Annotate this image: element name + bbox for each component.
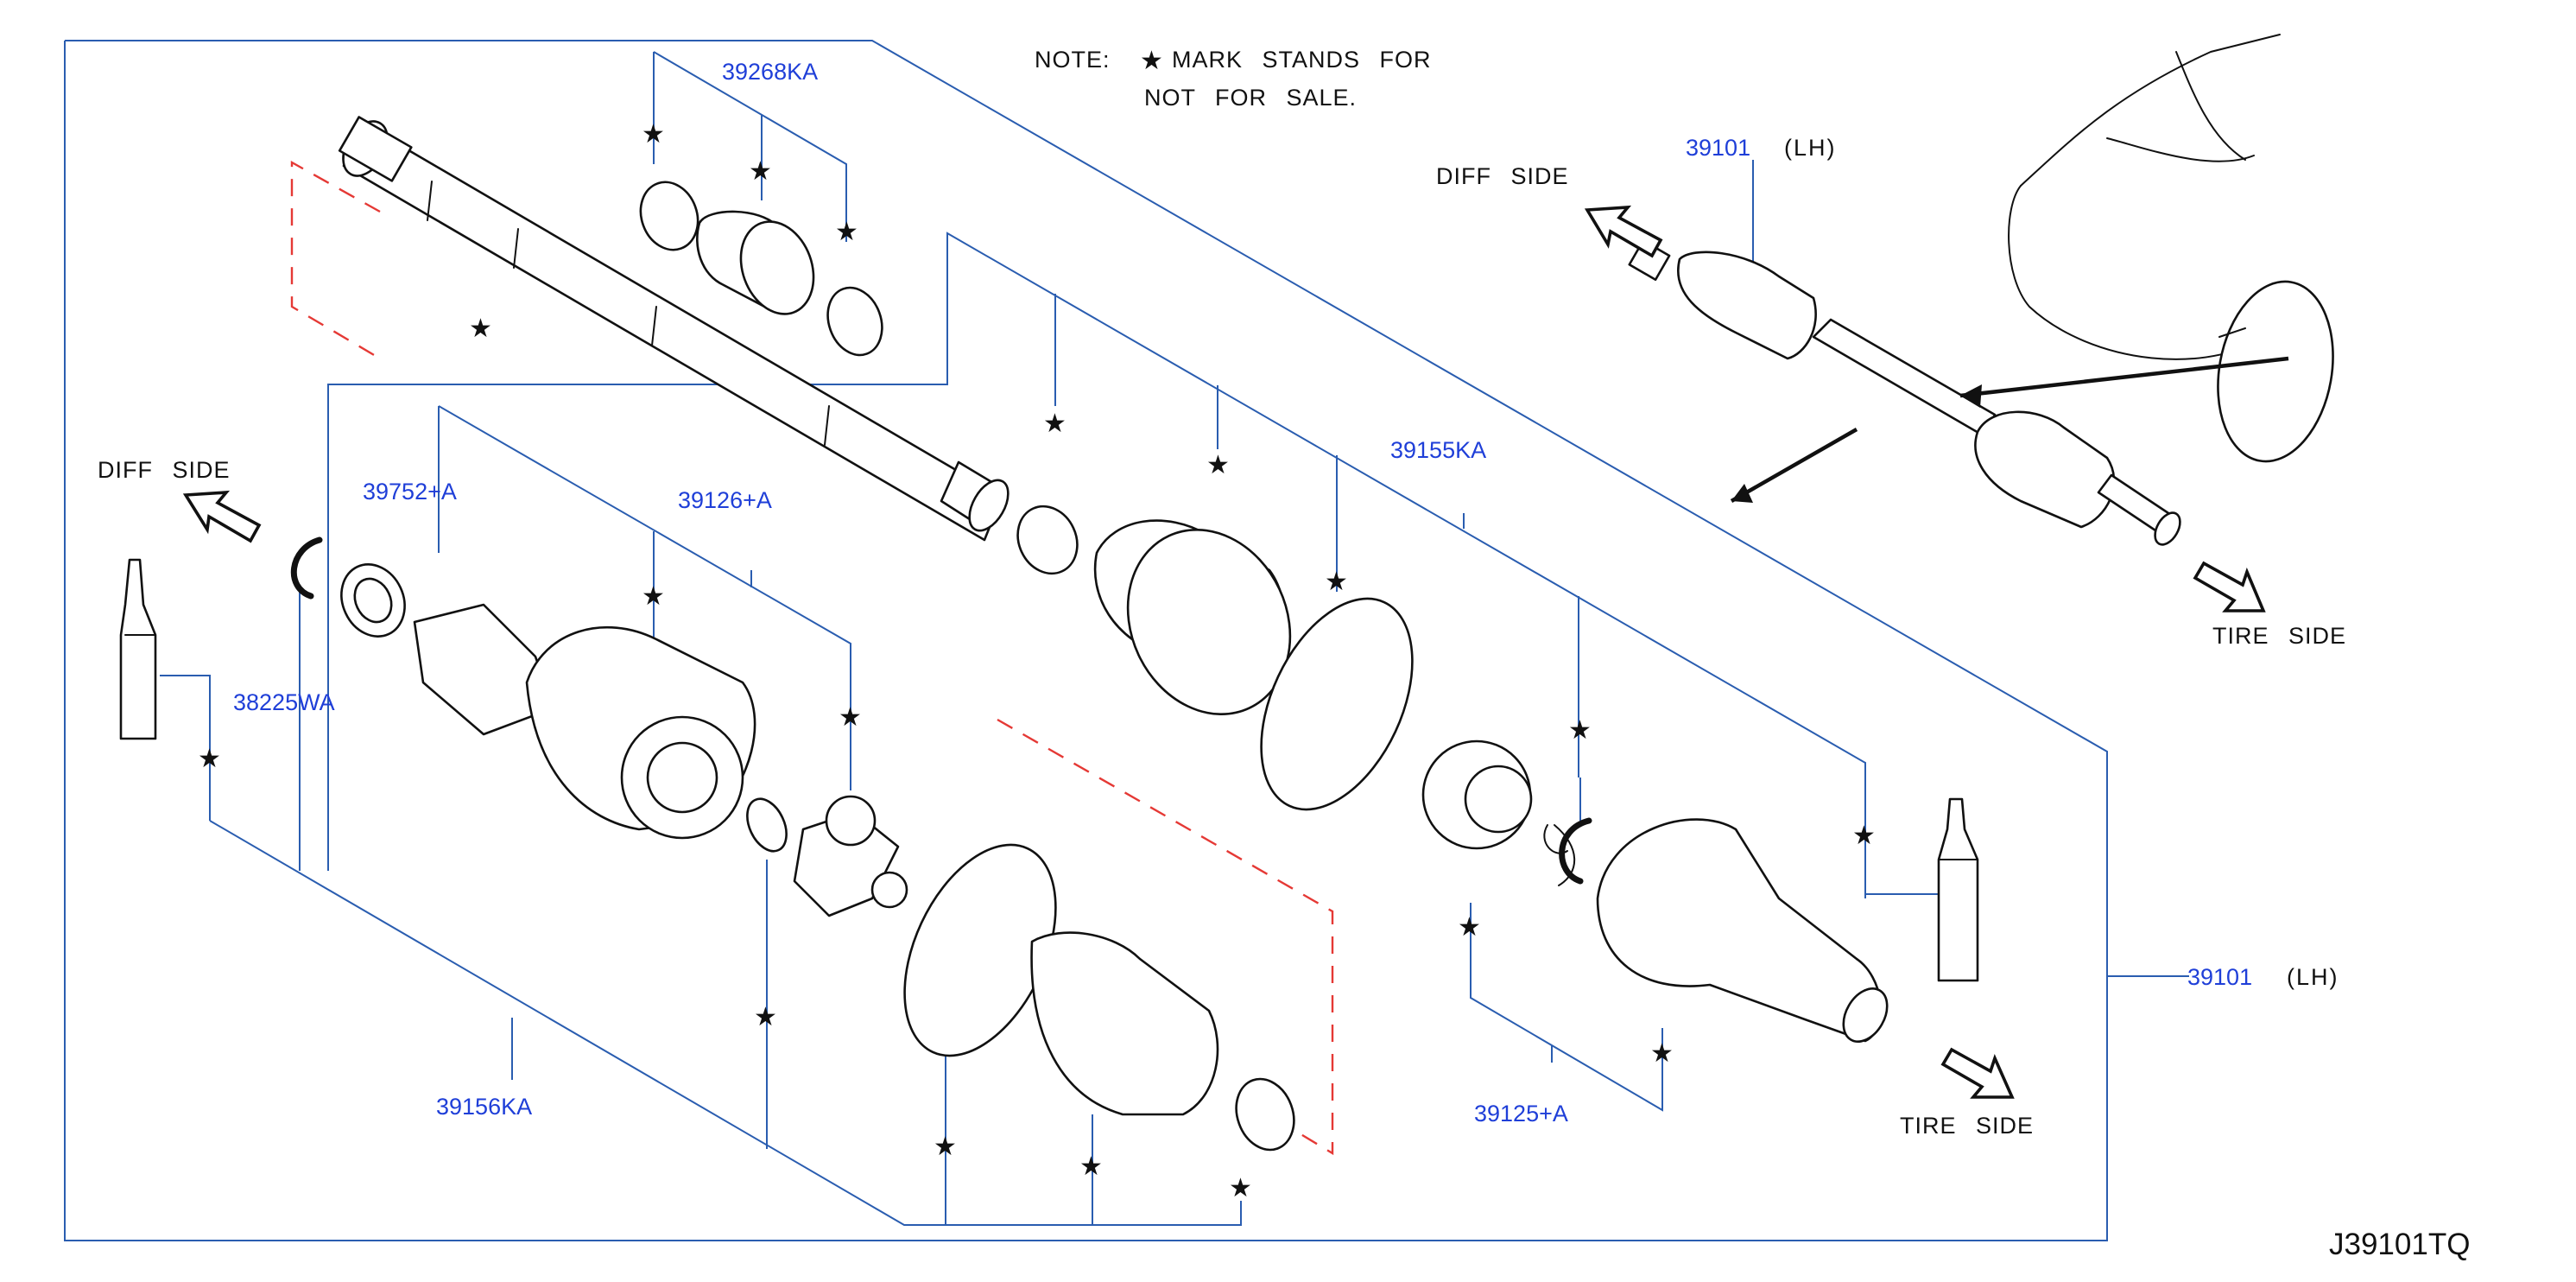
part-side-lh-main: (LH) <box>2287 964 2339 990</box>
arrow-tire-side-icon <box>1940 1047 2015 1099</box>
star-not-for-sale-icon: ★ <box>1206 450 1230 480</box>
arrow-tire-side-inset-icon <box>2193 561 2266 612</box>
star-not-for-sale-icon: ★ <box>839 702 862 733</box>
part-number-39155ka: 39155KA <box>1390 437 1486 463</box>
star-not-for-sale-icon: ★ <box>1043 409 1066 439</box>
arrow-diff-side-inset-icon <box>1584 205 1663 258</box>
drive-shaft-bar <box>338 116 1010 542</box>
not-for-sale-note: NOTE: ★ MARK STANDS FOR NOT FOR SALE. <box>1035 46 1432 111</box>
part-number-39101-inset: 39101 <box>1686 135 1750 161</box>
boot-clamp-set-39268ka <box>639 181 883 357</box>
grease-tube-right <box>1937 797 1979 982</box>
part-number-39156ka: 39156KA <box>436 1094 532 1120</box>
diagram-code: J39101TQ <box>2329 1228 2470 1261</box>
star-not-for-sale-icon: ★ <box>1650 1038 1674 1069</box>
star-not-for-sale-icon: ★ <box>198 744 221 774</box>
star-not-for-sale-icon: ★ <box>1568 715 1592 746</box>
label-tire-side-inset: TIRE SIDE <box>2212 623 2346 649</box>
part-number-39752a: 39752+A <box>363 479 457 505</box>
star-not-for-sale-icon: ★ <box>1140 46 1163 76</box>
label-diff-side-inset: DIFF SIDE <box>1436 163 1569 189</box>
grease-tube-left <box>119 558 157 740</box>
star-not-for-sale-icon: ★ <box>642 119 665 149</box>
note-line-2: NOT FOR SALE. <box>1144 85 1357 111</box>
star-not-for-sale-icon: ★ <box>1229 1173 1252 1203</box>
leader-lines <box>64 40 2189 1241</box>
dashed-guides <box>290 160 1334 1156</box>
oil-seal-and-circlip <box>290 536 1592 885</box>
part-number-38225wa: 38225WA <box>233 689 335 715</box>
label-tire-side: TIRE SIDE <box>1900 1113 2034 1139</box>
star-not-for-sale-icon: ★ <box>1458 912 1481 942</box>
star-not-for-sale-icon: ★ <box>469 314 492 344</box>
part-number-39101-main: 39101 <box>2187 964 2252 990</box>
part-number-labels: 39268KA 39752+A 39126+A 39155KA 38225WA … <box>233 59 2339 1127</box>
side-labels: DIFF SIDE TIRE SIDE DIFF SIDE TIRE SIDE <box>98 163 2346 1139</box>
star-not-for-sale-icon: ★ <box>934 1132 957 1162</box>
label-diff-side: DIFF SIDE <box>98 457 231 483</box>
star-not-for-sale-icon: ★ <box>835 217 858 247</box>
part-number-39126a: 39126+A <box>678 487 772 513</box>
star-not-for-sale-icon: ★ <box>1325 567 1348 597</box>
part-side-lh-inset: (LH) <box>1784 135 1837 161</box>
star-not-for-sale-icons: ★ ★ ★ ★ ★ ★ ★ ★ ★ ★ ★ ★ ★ ★ ★ ★ ★ ★ <box>198 119 1876 1203</box>
note-prefix: NOTE: <box>1035 47 1111 73</box>
part-number-39268ka: 39268KA <box>722 59 818 85</box>
star-not-for-sale-icon: ★ <box>642 581 665 612</box>
note-line-1: MARK STANDS FOR <box>1172 47 1432 73</box>
inset-vehicle-view <box>2008 34 2334 463</box>
arrow-diff-side-icon <box>182 490 262 543</box>
star-not-for-sale-icon: ★ <box>1079 1152 1103 1182</box>
part-number-39125a: 39125+A <box>1474 1101 1568 1127</box>
star-not-for-sale-icon: ★ <box>749 156 772 187</box>
star-not-for-sale-icon: ★ <box>754 1002 777 1032</box>
star-not-for-sale-icon: ★ <box>1852 821 1876 851</box>
outer-boot-kit <box>1016 505 1889 1043</box>
inset-drive-shaft <box>1628 239 2289 546</box>
inner-joint-housing <box>413 603 1295 1152</box>
